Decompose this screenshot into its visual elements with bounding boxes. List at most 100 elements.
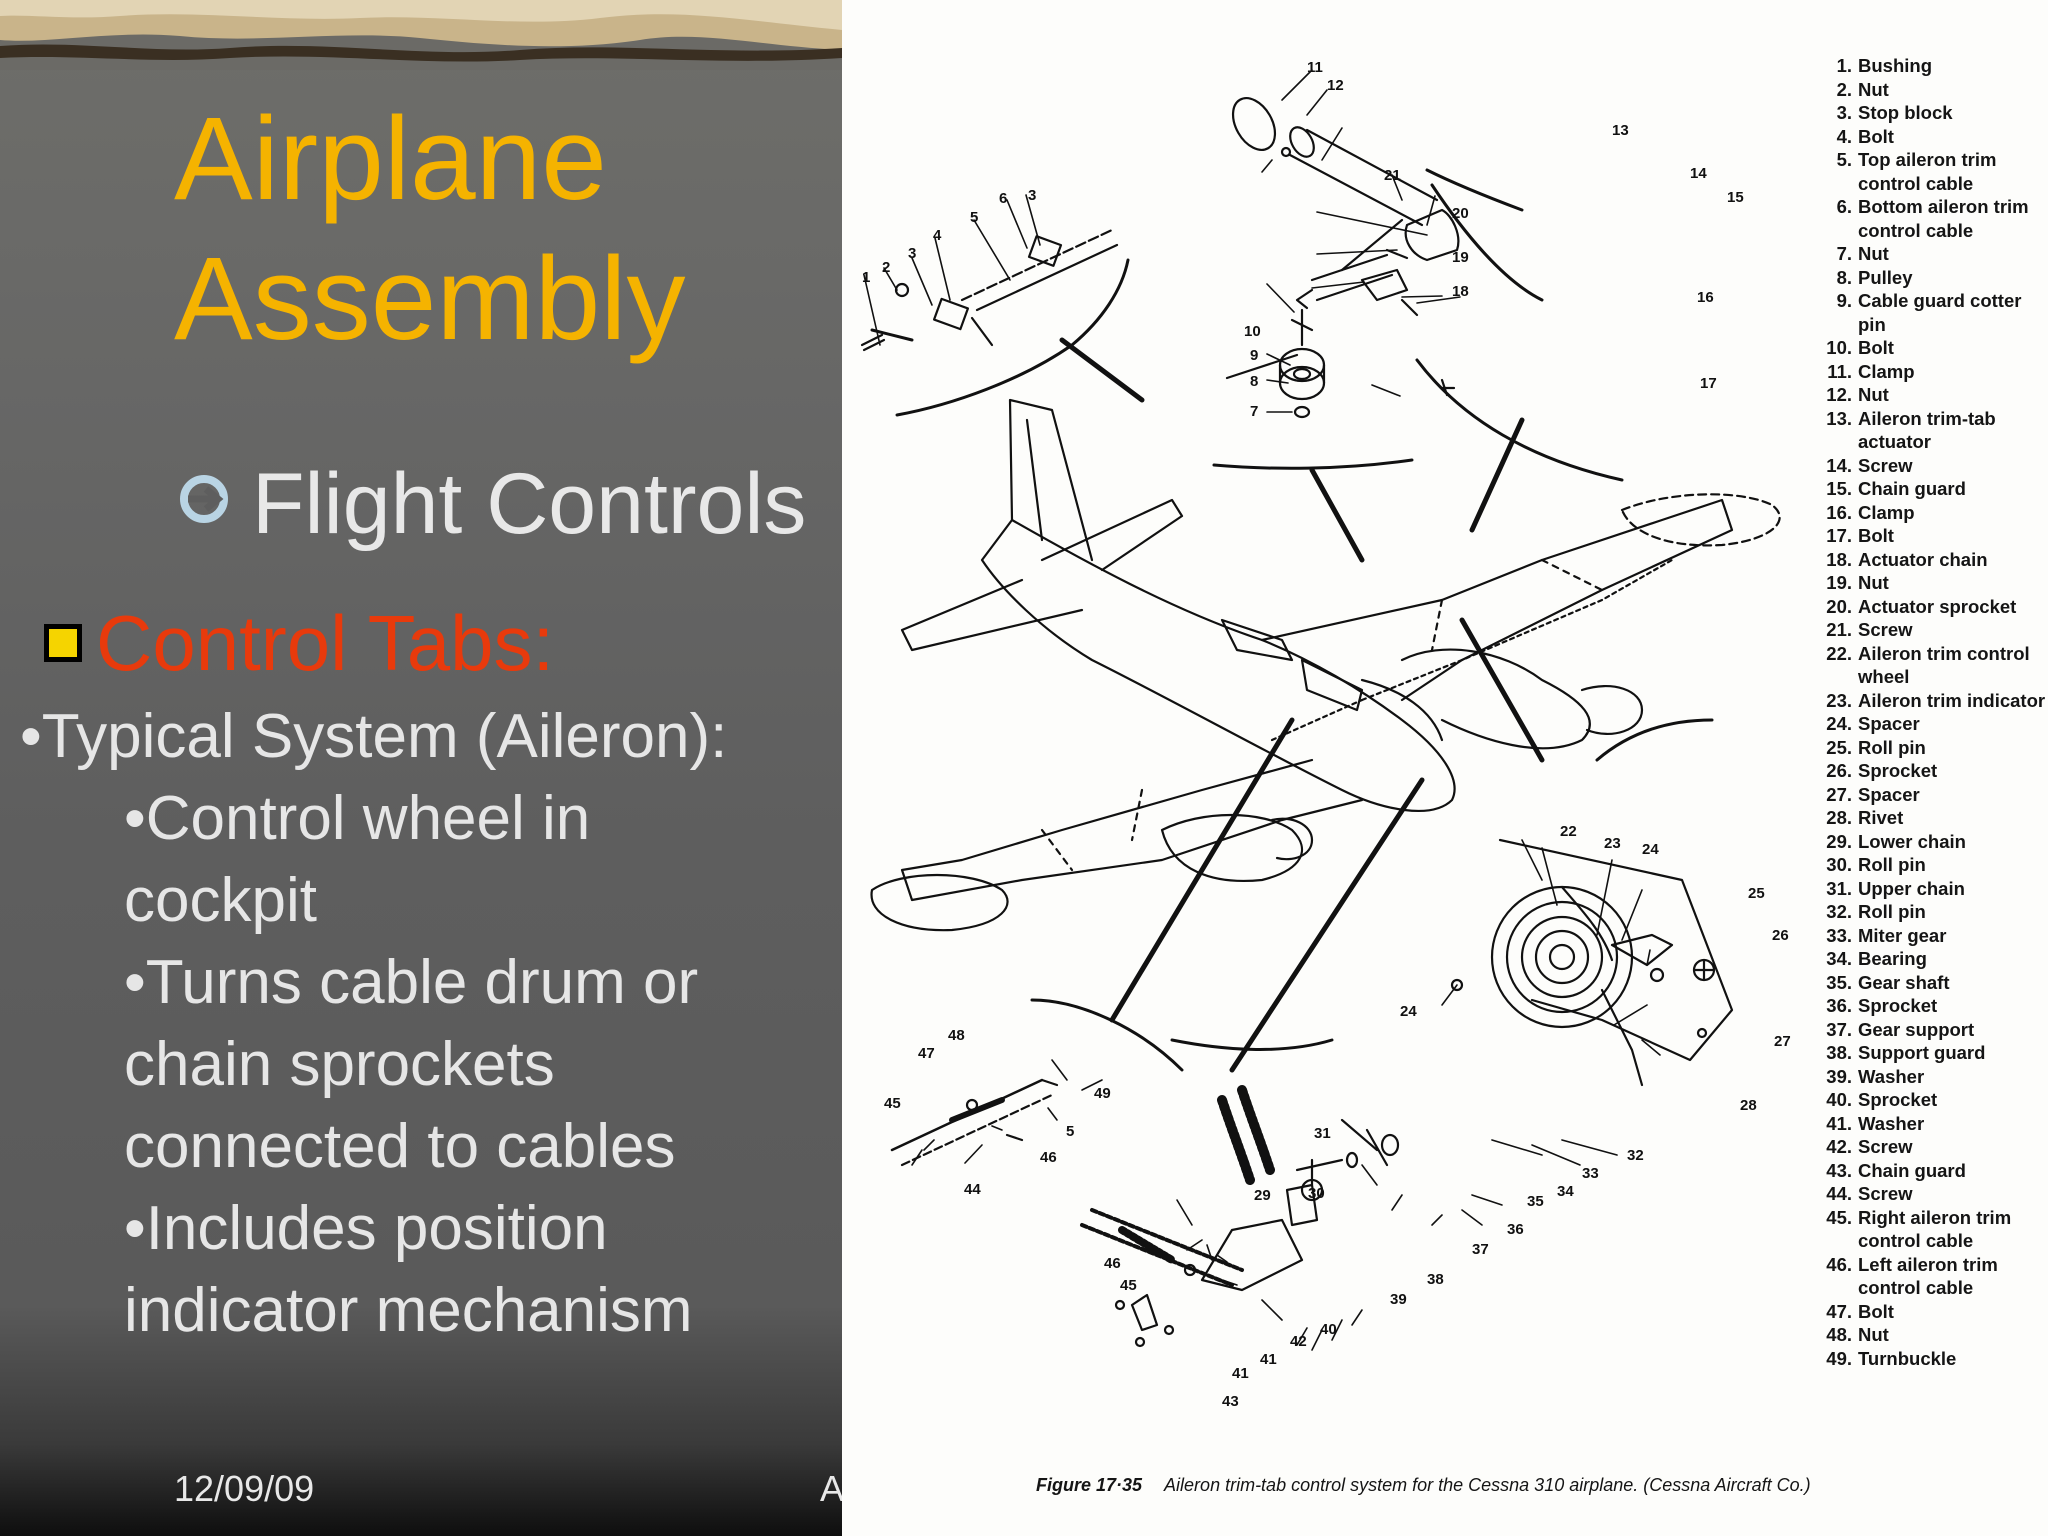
part-number: 46. xyxy=(1826,1253,1852,1275)
callout-label: 14 xyxy=(1690,165,1707,182)
parts-legend-item: 14.Screw xyxy=(1810,454,2048,478)
part-number: 20. xyxy=(1826,595,1852,617)
callout-label: 24 xyxy=(1400,1003,1417,1020)
callout-label: 38 xyxy=(1427,1271,1444,1288)
part-number: 23. xyxy=(1826,689,1852,711)
callout-label: 31 xyxy=(1314,1125,1331,1142)
callout-label: 6 xyxy=(999,190,1007,207)
parts-legend-item: 27.Spacer xyxy=(1810,783,2048,807)
callout-label: 1 xyxy=(862,269,870,286)
part-number: 29. xyxy=(1826,830,1852,852)
body-line: connected to cables xyxy=(124,1112,676,1181)
part-label: Roll pin xyxy=(1858,854,1926,875)
callout-label: 44 xyxy=(964,1181,981,1198)
callout-label: 34 xyxy=(1557,1183,1574,1200)
callout-label: 29 xyxy=(1254,1187,1271,1204)
part-number: 36. xyxy=(1826,995,1852,1016)
part-label: Cable guard cotter pin xyxy=(1858,290,2022,335)
part-number: 28. xyxy=(1826,807,1852,828)
parts-legend-item: 19.Nut xyxy=(1810,571,2048,595)
parts-legend-item: 39.Washer xyxy=(1810,1065,2048,1089)
callout-label: 43 xyxy=(1222,1393,1239,1410)
parts-legend-item: 42. Screw xyxy=(1810,1135,2048,1159)
section-heading: Control Tabs: xyxy=(96,599,555,687)
callout-label: 25 xyxy=(1748,885,1765,902)
body-line: cockpit xyxy=(124,866,317,935)
part-number: 32. xyxy=(1826,901,1852,922)
part-label: Spacer xyxy=(1858,713,1920,734)
part-label: Actuator chain xyxy=(1858,548,1988,570)
parts-legend-item: 5.Top aileron trim control cable xyxy=(1810,148,2048,195)
body-line: •Includes position xyxy=(124,1194,608,1263)
square-bullet-icon xyxy=(44,624,82,662)
part-label: Aileron trim-tab actuator xyxy=(1858,407,1996,453)
part-number: 42. xyxy=(1826,1136,1852,1157)
callout-label: 40 xyxy=(1320,1321,1337,1338)
callout-label: 32 xyxy=(1627,1147,1644,1164)
pulley-detail xyxy=(1278,308,1326,419)
parts-legend-item: 12. Nut xyxy=(1810,383,2048,407)
part-label: Nut xyxy=(1858,572,1889,593)
part-label: Right aileron trim control cable xyxy=(1858,1206,2012,1252)
part-number: 39. xyxy=(1826,1065,1852,1087)
parts-legend-item: 22.Aileron trim control wheel xyxy=(1810,642,2048,689)
callout-label: 45 xyxy=(1120,1277,1137,1294)
callout-label: 8 xyxy=(1250,373,1258,390)
parts-legend-item: 4.Bolt xyxy=(1810,125,2048,149)
part-number: 35. xyxy=(1826,971,1852,993)
callout-label: 19 xyxy=(1452,249,1469,266)
slide-subtitle: Flight Controls xyxy=(252,456,807,552)
part-label: Screw xyxy=(1858,1136,1913,1157)
slide-title-line-1: Airplane xyxy=(174,93,607,225)
part-label: Nut xyxy=(1858,384,1889,405)
parts-legend-item: 11.Clamp xyxy=(1810,360,2048,384)
part-number: 25. xyxy=(1826,736,1852,758)
parts-legend-item: 28.Rivet xyxy=(1810,806,2048,830)
leader-lines xyxy=(1059,337,1545,1073)
callout-numbers: 1 2 3 3 4 5 6 7 8 9 10 11 12 13 14 15 16… xyxy=(862,59,1791,1410)
parts-legend-item: 40.Sprocket xyxy=(1810,1088,2048,1112)
slide-title-line-2: Assembly xyxy=(174,233,686,365)
callout-label: 26 xyxy=(1772,927,1789,944)
parts-legend-item: 38.Support guard xyxy=(1810,1041,2048,1065)
part-label: Chain guard xyxy=(1858,1159,1966,1181)
callout-label: 41 xyxy=(1260,1351,1277,1368)
part-number: 15. xyxy=(1826,478,1852,499)
callout-label: 20 xyxy=(1452,205,1469,222)
part-number: 43. xyxy=(1826,1159,1852,1181)
part-number: 12. xyxy=(1826,384,1852,405)
parts-legend-item: 31.Upper chain xyxy=(1810,877,2048,901)
part-number: 3. xyxy=(1836,102,1852,123)
part-number: 38. xyxy=(1826,1042,1852,1063)
parts-legend-item: 7.Nut xyxy=(1810,242,2048,266)
callout-label: 45 xyxy=(884,1095,901,1112)
parts-legend-item: 34.Bearing xyxy=(1810,947,2048,971)
trim-tab-diagram: 1 2 3 3 4 5 6 7 8 9 10 11 12 13 14 15 16… xyxy=(860,59,1791,1410)
part-label: Sprocket xyxy=(1858,1089,1938,1110)
part-label: Spacer xyxy=(1858,783,1920,805)
part-number: 6. xyxy=(1836,196,1852,217)
part-label: Actuator sprocket xyxy=(1858,595,2017,617)
trim-tab-actuator-detail xyxy=(1225,97,1460,397)
part-number: 26. xyxy=(1826,760,1852,781)
part-label: Bolt xyxy=(1858,125,1894,147)
parts-legend-item: 21.Screw xyxy=(1810,618,2048,642)
parts-legend-item: 2.Nut xyxy=(1810,78,2048,102)
part-label: Bearing xyxy=(1858,948,1927,969)
parts-legend-item: 37.Gear support xyxy=(1810,1018,2048,1042)
part-number: 21. xyxy=(1826,619,1852,640)
parts-legend-item: 36.Sprocket xyxy=(1810,994,2048,1018)
parts-legend-item: 18.Actuator chain xyxy=(1810,548,2048,572)
callout-label: 39 xyxy=(1390,1291,1407,1308)
part-number: 7. xyxy=(1836,243,1852,264)
detail-outline-arcs xyxy=(895,168,1714,1072)
part-label: Bolt xyxy=(1858,337,1894,358)
part-label: Miter gear xyxy=(1858,924,1947,946)
body-line: •Typical System (Aileron): xyxy=(20,702,728,771)
part-number: 13. xyxy=(1826,407,1852,429)
part-label: Upper chain xyxy=(1858,877,1965,899)
part-label: Aileron trim indicator xyxy=(1858,689,2046,711)
part-label: Nut xyxy=(1858,1324,1889,1345)
